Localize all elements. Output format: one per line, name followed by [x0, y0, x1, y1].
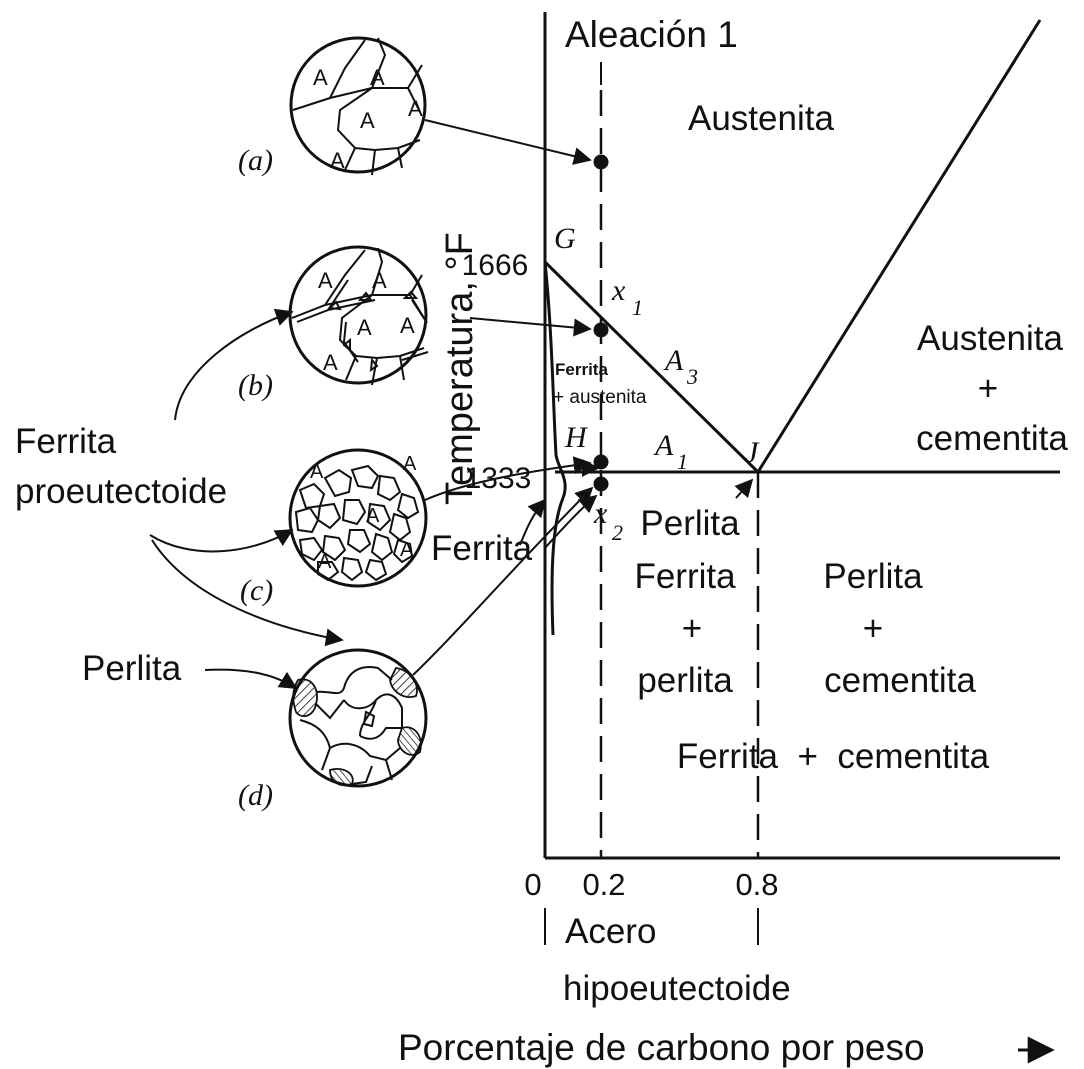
grain-label: A: [323, 350, 338, 375]
steel-label-acero: Acero: [565, 912, 656, 951]
microstructure-a: A A A A A: [291, 38, 425, 175]
a3-label: A: [663, 344, 684, 377]
point-x1-subscript: 1: [632, 295, 643, 320]
grain-label: A: [310, 461, 324, 483]
x-tick-0: 0: [524, 867, 541, 902]
x-tick-0-8: 0.8: [735, 867, 778, 902]
microstructure-d: [290, 650, 426, 786]
callout-perlita: Perlita: [82, 649, 182, 688]
micro-label-c: (c): [240, 574, 273, 607]
grain-label: A: [366, 505, 380, 527]
ferrite-solvus-line: [545, 262, 565, 635]
grain-label: A: [330, 148, 345, 173]
region-perlita-cementita-2: +: [863, 609, 883, 648]
region-ferrita-perlita-1: Ferrita: [634, 557, 736, 596]
region-austenita-cementita-3: cementita: [916, 419, 1068, 458]
micro-label-a: (a): [238, 144, 273, 177]
point-j-label: J: [745, 436, 760, 469]
region-ferrita-perlita-3: perlita: [637, 661, 733, 700]
region-ferrita-austenita-1: Ferrita: [555, 360, 608, 379]
grain-label: A: [400, 313, 415, 338]
point-g-label: G: [554, 222, 576, 255]
micro-label-d: (d): [238, 779, 273, 812]
grain-label: A: [370, 65, 385, 90]
region-austenita-cementita-1: Austenita: [917, 319, 1063, 358]
a3-subscript: 3: [686, 364, 698, 389]
region-ferrita-austenita-2: + austenita: [553, 387, 647, 408]
grain-label: A: [318, 551, 332, 573]
grain-label: A: [408, 96, 423, 121]
grain-label: A: [400, 539, 414, 561]
a1-subscript: 1: [677, 449, 688, 474]
grain-label: A: [372, 268, 387, 293]
point-h-label: H: [564, 421, 589, 454]
micro-label-b: (b): [238, 369, 273, 402]
region-austenita-cementita-2: +: [978, 369, 998, 408]
a1-label: A: [653, 429, 674, 462]
grain-label: A: [318, 268, 333, 293]
label-ferrita: Ferrita: [431, 529, 533, 568]
region-ferrita-cementita: Ferrita + cementita: [677, 737, 990, 776]
region-austenita: Austenita: [688, 99, 834, 138]
grain-label: A: [403, 453, 417, 475]
region-perlita-cementita-1: Perlita: [823, 557, 923, 596]
point-x2-label: x: [593, 497, 608, 530]
region-perlita-cementita-3: cementita: [824, 661, 976, 700]
point-x2-subscript: 2: [612, 520, 623, 545]
label-perlita-top: Perlita: [640, 504, 740, 543]
alloy-label: Aleación 1: [565, 14, 738, 55]
callout-ferrita-proeutectoide-1: Ferrita: [15, 422, 117, 461]
region-ferrita-perlita-2: +: [682, 609, 702, 648]
point-a-dot: [594, 155, 609, 170]
point-b-dot: [594, 323, 609, 338]
microstructure-b: A A A A A: [290, 247, 428, 385]
x-axis-title: Porcentaje de carbono por peso: [398, 1027, 925, 1068]
x-tick-0-2: 0.2: [582, 867, 625, 902]
point-x1-label: x: [611, 274, 626, 307]
grain-label: A: [357, 315, 372, 340]
y-tick-1666: 1666: [462, 249, 529, 282]
microstructure-c: A A A A A: [290, 450, 426, 586]
steel-label-hipoeutectoide: hipoeutectoide: [563, 969, 791, 1008]
point-d-dot: [594, 477, 609, 492]
callout-ferrita-proeutectoide-2: proeutectoide: [15, 472, 227, 511]
grain-label: A: [360, 108, 375, 133]
grain-label: A: [313, 65, 328, 90]
